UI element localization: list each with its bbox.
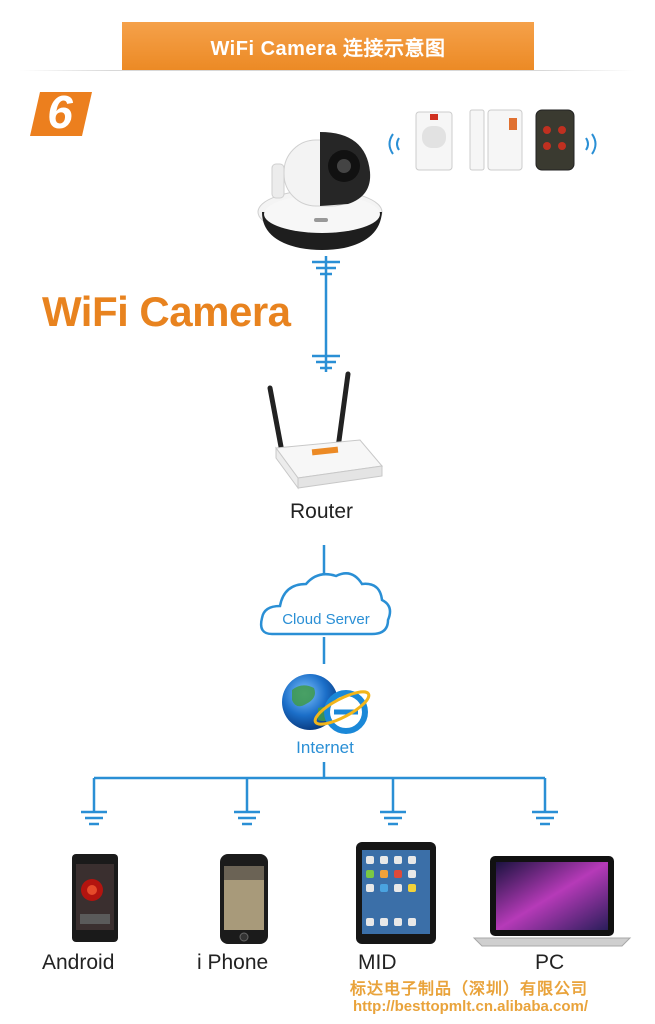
router-label: Router bbox=[290, 500, 354, 523]
header-divider bbox=[20, 70, 635, 71]
device-label-mid: MID bbox=[358, 951, 397, 974]
internet-label: Internet bbox=[296, 738, 354, 757]
router-icon bbox=[267, 371, 383, 490]
connection-lines bbox=[81, 256, 558, 826]
device-label-android: Android bbox=[42, 951, 115, 974]
device-label-pc: PC bbox=[535, 951, 565, 974]
company-url-link[interactable]: http://besttopmlt.cn.alibaba.com/ bbox=[353, 998, 589, 1015]
cloud-icon bbox=[259, 572, 392, 636]
laptop-icon bbox=[472, 856, 632, 947]
camera-title: WiFi Camera bbox=[42, 288, 291, 335]
android-phone-icon bbox=[72, 854, 118, 942]
company-name: 标达电子制品（深圳）有限公司 bbox=[350, 981, 589, 998]
device-label-iphone: i Phone bbox=[197, 951, 269, 974]
sensor-icons bbox=[388, 109, 597, 171]
step-badge-shape bbox=[30, 92, 92, 136]
tablet-icon bbox=[356, 842, 436, 944]
header-banner: WiFi Camera 连接示意图 bbox=[122, 22, 534, 70]
internet-globe-icon bbox=[282, 674, 371, 734]
camera-icon bbox=[257, 132, 383, 250]
step-number: 6 bbox=[47, 86, 73, 138]
iphone-icon bbox=[220, 854, 268, 944]
header-title: WiFi Camera 连接示意图 bbox=[210, 37, 446, 60]
cloud-server-label: Cloud Server bbox=[282, 611, 370, 628]
